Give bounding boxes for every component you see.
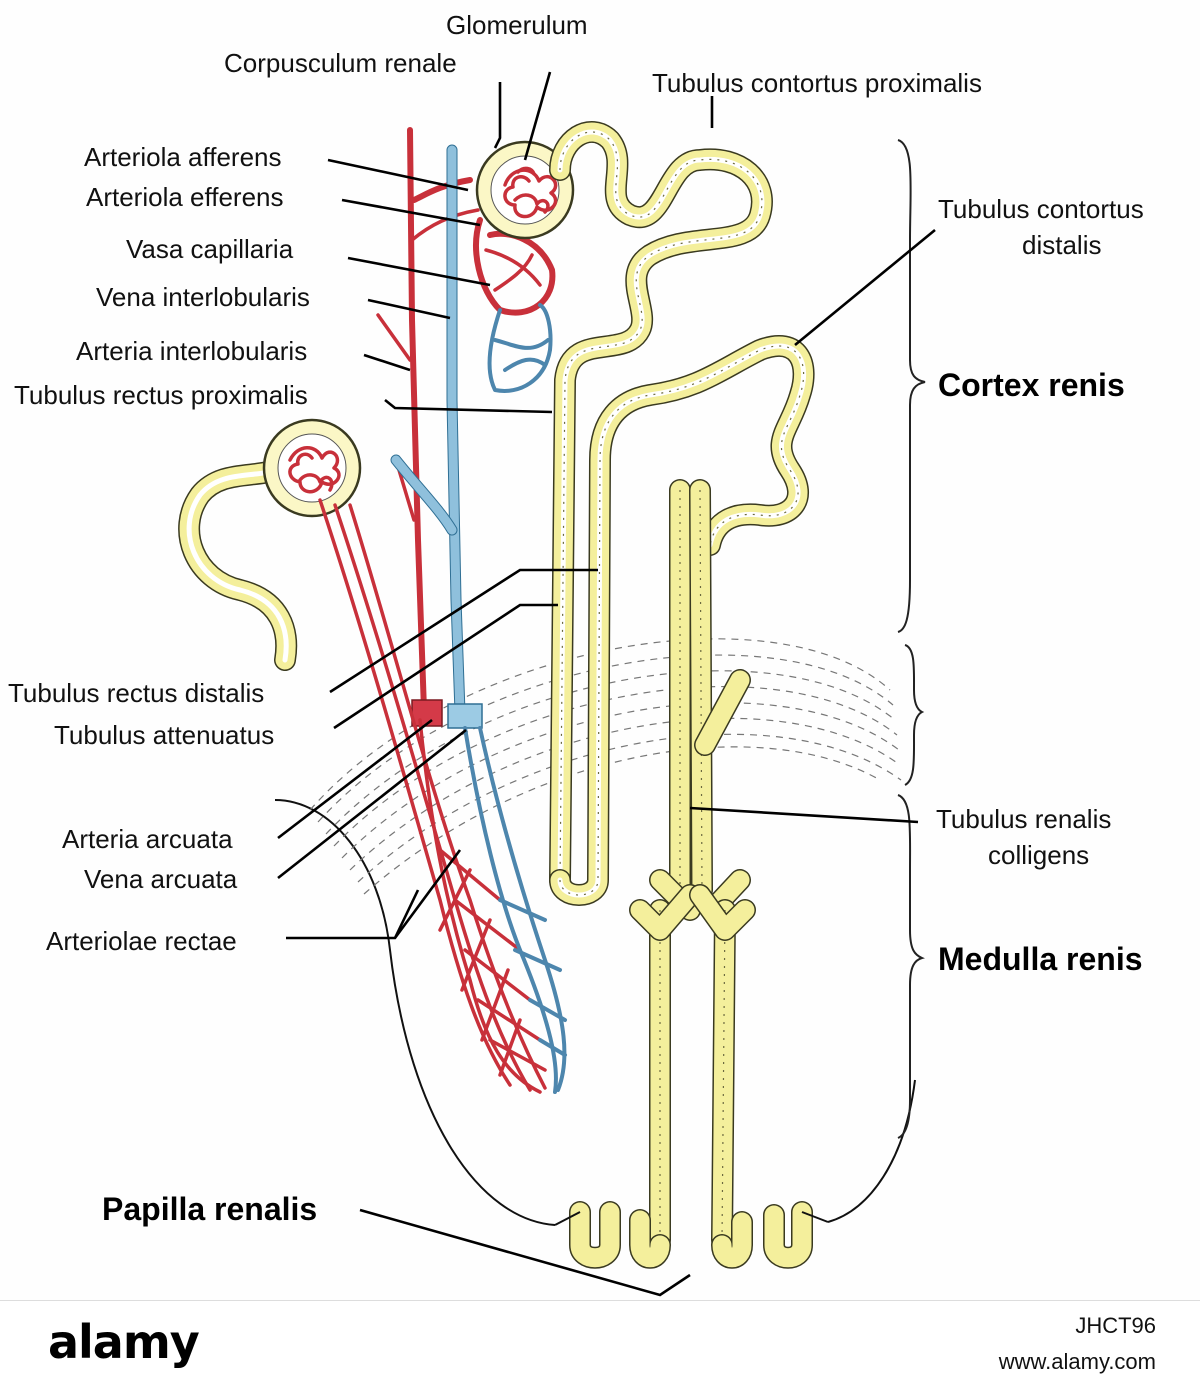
label-medulla-renis: Medulla renis	[938, 941, 1143, 977]
label-vasa-capillaria: Vasa capillaria	[126, 234, 294, 264]
corpusculum-renale	[475, 140, 575, 240]
glomerulum	[503, 166, 558, 219]
labels: Glomerulum Corpusculum renale Tubulus co…	[8, 10, 1144, 1227]
label-arteria-arcuata: Arteria arcuata	[62, 824, 233, 854]
tubulus-rectus-distalis	[549, 335, 815, 906]
label-corpusculum-renale: Corpusculum renale	[224, 48, 457, 78]
label-tubulus-rectus-distalis: Tubulus rectus distalis	[8, 678, 264, 708]
label-vena-arcuata: Vena arcuata	[84, 864, 238, 894]
label-tubulus-contortus-distalis-line1: Tubulus contortus	[938, 194, 1144, 224]
site-url: www.alamy.com	[998, 1349, 1156, 1374]
label-arteriola-afferens: Arteriola afferens	[84, 142, 282, 172]
medulla-brace	[897, 794, 925, 1139]
vasa-capillaria	[473, 217, 556, 393]
label-vena-interlobularis: Vena interlobularis	[96, 282, 310, 312]
outer-medulla-brace	[904, 644, 925, 786]
venulae-rectae	[463, 726, 567, 1094]
label-arteriola-efferens: Arteriola efferens	[86, 182, 284, 212]
label-papilla-renalis: Papilla renalis	[102, 1191, 317, 1227]
alamy-logo: alamy	[48, 1315, 200, 1369]
nephron-diagram: Glomerulum Corpusculum renale Tubulus co…	[8, 10, 1144, 1297]
second-corpuscle	[262, 418, 362, 518]
label-arteriolae-rectae: Arteriolae rectae	[46, 926, 237, 956]
label-tubulus-renalis-colligens-line2: colligens	[988, 840, 1089, 870]
label-tubulus-contortus-proximalis: Tubulus contortus proximalis	[652, 68, 982, 98]
nephron-illustration: Glomerulum Corpusculum renale Tubulus co…	[8, 10, 1144, 1297]
label-cortex-renis: Cortex renis	[938, 367, 1125, 403]
arteria-interlobularis	[376, 127, 480, 727]
label-tubulus-attenuatus: Tubulus attenuatus	[54, 720, 274, 750]
label-arteria-interlobularis: Arteria interlobularis	[76, 336, 307, 366]
watermark-footer: alamy JHCT96 www.alamy.com	[0, 1300, 1200, 1391]
vena-interlobularis	[390, 144, 483, 729]
image-id: JHCT96	[1075, 1313, 1156, 1338]
cortex-brace	[897, 139, 926, 633]
second-nephron-tubule	[178, 459, 298, 671]
leader-lines	[277, 71, 936, 1297]
papilla-duct-ends	[554, 1201, 829, 1269]
tubulus-renalis-colligens	[629, 479, 756, 1251]
tubulus-contortus-proximalis	[549, 121, 773, 891]
label-glomerulum: Glomerulum	[446, 10, 588, 40]
label-tubulus-contortus-distalis-line2: distalis	[1022, 230, 1101, 260]
arteriolae-rectae	[318, 498, 547, 1094]
label-tubulus-renalis-colligens-line1: Tubulus renalis	[936, 804, 1111, 834]
label-tubulus-rectus-proximalis: Tubulus rectus proximalis	[14, 380, 308, 410]
